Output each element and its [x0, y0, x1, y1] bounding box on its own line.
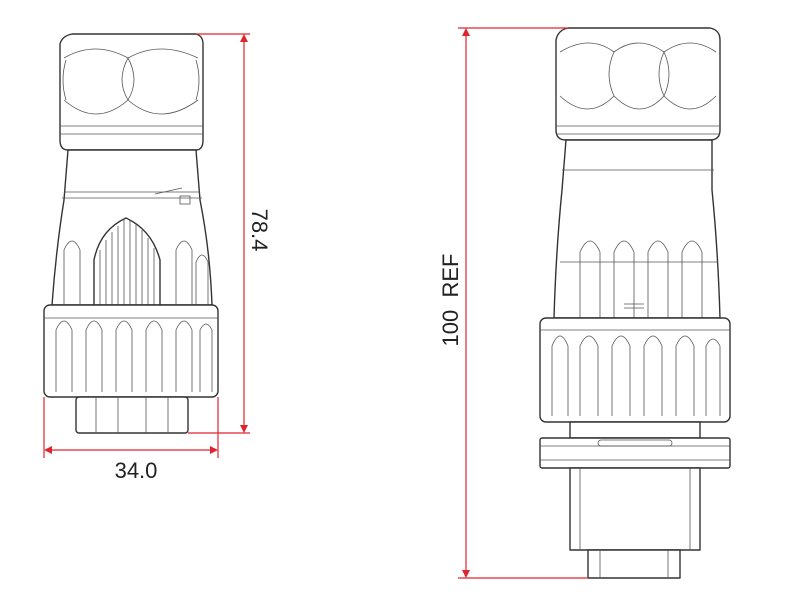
left-grip-center — [93, 217, 161, 306]
right-flange — [539, 437, 731, 469]
left-grip-ribs — [99, 220, 155, 305]
dimension-width: 34.0 — [43, 397, 219, 483]
right-coupling-ring — [539, 317, 731, 423]
left-connector-view — [43, 33, 219, 434]
right-connector-view — [539, 27, 731, 579]
dimension-height: 78.4 — [188, 33, 272, 434]
width-label: 34.0 — [115, 458, 158, 483]
right-bottom-insert — [587, 549, 681, 579]
right-body — [553, 139, 721, 319]
left-ring-flutes — [55, 320, 213, 392]
right-barrel — [569, 467, 701, 551]
dimension-reference: 100 REF — [438, 27, 588, 579]
right-neck — [569, 421, 701, 439]
right-body-flutes — [579, 240, 703, 318]
reference-label: 100 REF — [438, 254, 463, 347]
left-nut-lobe-bottom — [63, 99, 199, 115]
right-nut-cap — [555, 27, 721, 141]
height-label: 78.4 — [247, 209, 272, 252]
right-ring-flutes — [551, 335, 721, 416]
left-plug-insert — [75, 396, 189, 434]
